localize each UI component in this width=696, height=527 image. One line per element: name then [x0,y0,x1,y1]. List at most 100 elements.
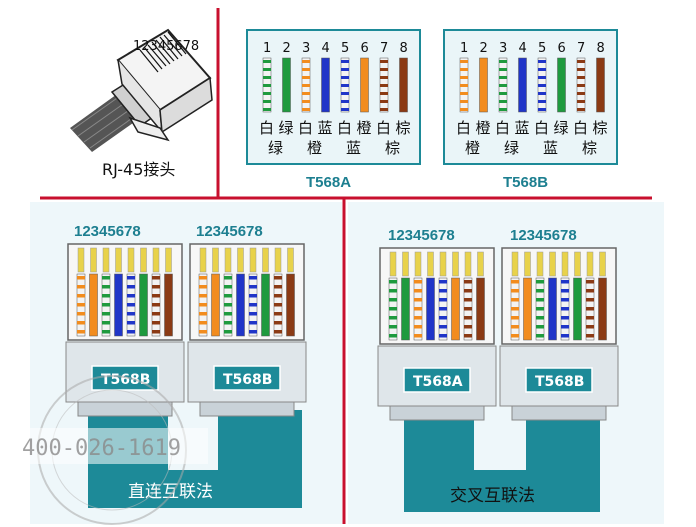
plug-head [189,243,305,341]
straight-right-label-box [213,365,281,391]
plug-wire-stripe [127,294,135,298]
t568b-color-top: 蓝 [515,119,530,137]
plug-contact [402,251,409,277]
t568a-wire-stripe [380,84,388,87]
plug-wire-stripe [152,294,160,298]
t568b-wire [479,57,488,113]
plug-wire-stripe [199,330,207,334]
plug-wire-stripe [199,312,207,316]
plug-wire-stripe [127,303,135,307]
plug-wire-stripe [464,289,472,293]
t568a-wire-stripe [380,108,388,111]
t568a-wire-stripe [263,60,271,63]
plug-wire-stripe [389,289,397,293]
plug-wire [523,277,532,341]
t568b-color-top: 白 [456,119,471,137]
plug-wire-stripe [127,276,135,280]
plug-wire-stripe [249,285,257,289]
plug-wire-stripe [199,285,207,289]
plug-wire [89,273,98,337]
plug-wire-stripe [127,312,135,316]
plug-contact [90,247,97,273]
t568a-color-top: 橙 [357,119,372,137]
t568a-pin-number: 2 [283,41,291,56]
plug-wire-stripe [224,276,232,280]
t568b-wire-stripe [460,108,468,111]
t568a-wire-stripe [380,60,388,63]
t568a-pin-number: 3 [302,41,310,56]
plug-wire-stripe [224,294,232,298]
t568a-color-bottom: 蓝 [346,139,361,157]
plug-wire-stripe [152,285,160,289]
plug-wire-stripe [414,316,422,320]
plug-wire [114,273,123,337]
t568b-wire-stripe [577,76,585,79]
t568a-title: T568A [306,174,351,191]
plug-boot-neck [77,401,173,417]
plug-wire-stripe [224,303,232,307]
plug-wire-stripe [586,316,594,320]
t568b-wire-stripe [538,76,546,79]
plug-wire-stripe [586,307,594,311]
t568a-pin-number: 1 [263,41,271,56]
rj45-pin-numbers: 12345678 [133,39,199,54]
plug-wire-stripe [102,312,110,316]
plug-wire-stripe [102,294,110,298]
plug-wire-stripe [414,307,422,311]
plug-contact [152,247,160,273]
plug-wire-stripe [439,307,447,311]
divider-lines [40,8,652,524]
t568b-color-bottom: 蓝 [543,139,558,157]
cable-jacket [70,92,140,152]
plug-contact [477,251,484,277]
t568b-pin-number: 8 [597,41,605,56]
plug-wire [164,273,173,337]
plug-wire-stripe [511,298,519,302]
plug-wire-stripe [199,303,207,307]
plug-wire [139,273,148,337]
straight-right-pin-numbers: 12345678 [196,223,263,240]
t568a-wire-stripe [302,84,310,87]
t568a-wire-stripe [380,68,388,71]
cross-left-plug [377,247,497,421]
plug-contact [389,251,397,277]
t568b-wire-stripe [499,100,507,103]
plug-wire-stripe [414,280,422,284]
plug-contact [262,247,269,273]
plug-wire-stripe [274,321,282,325]
plug-contact [274,247,282,273]
t568a-wire-stripe [302,92,310,95]
t568b-pin-number: 2 [480,41,488,56]
t568a-wire-stripe [302,68,310,71]
t568b-wire-stripe [499,76,507,79]
t568b-wire-stripe [460,76,468,79]
t568a-wire-stripe [263,108,271,111]
plug-wire [573,277,582,341]
t568a-wire-stripe [380,92,388,95]
t568b-pin-number: 3 [499,41,507,56]
plug-wire-stripe [464,280,472,284]
plug-wire-stripe [102,276,110,280]
t568a-color-top: 白 [298,119,313,137]
plug-contact [586,251,594,277]
t568b-wire-stripe [538,60,546,63]
plug-wire-stripe [561,280,569,284]
plug-wire-stripe [389,307,397,311]
plug-wire-stripe [439,316,447,320]
t568a-wire-stripe [263,68,271,71]
plug-wire [598,277,607,341]
cross-right-pin-numbers: 12345678 [510,227,577,244]
t568b-wire [596,57,605,113]
plug-wire-stripe [464,316,472,320]
plug-wire [548,277,557,341]
plug-wire [451,277,460,341]
straight-right-plug [187,243,307,417]
t568a-wire [321,57,330,113]
plug-wire-stripe [439,298,447,302]
plug-wire-stripe [77,285,85,289]
plug-contact [115,247,122,273]
plug-contact [574,251,581,277]
plug-wire [426,277,435,341]
plug-contact [237,247,244,273]
